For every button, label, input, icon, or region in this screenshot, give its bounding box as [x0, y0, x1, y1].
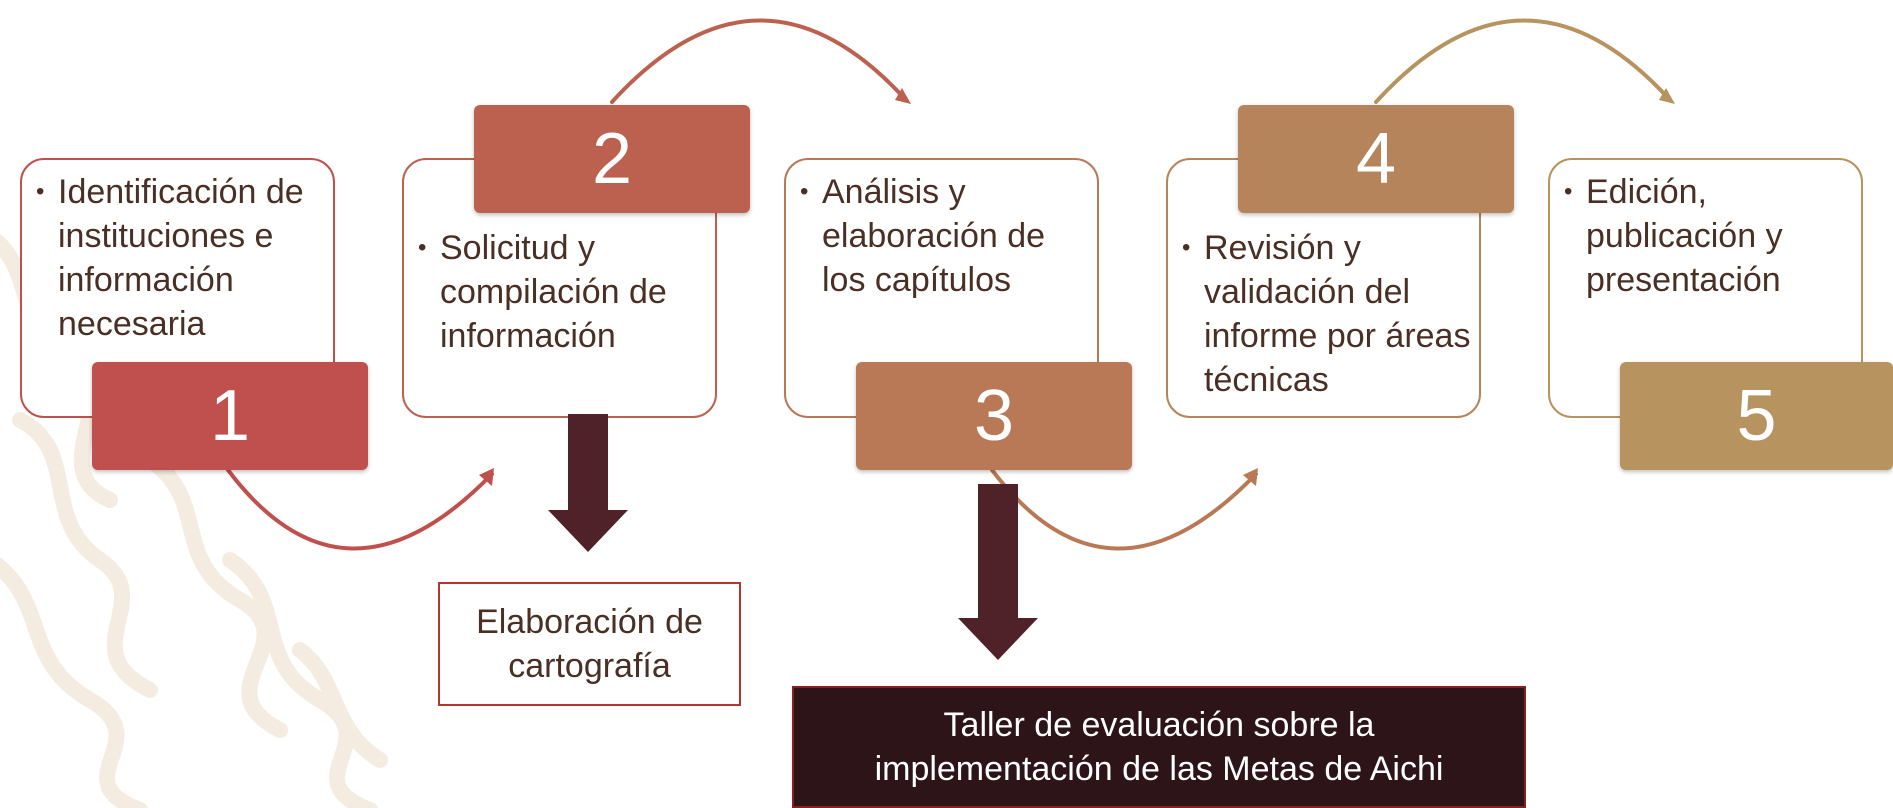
arc-1-to-2	[226, 468, 494, 551]
arc-1-arrowhead	[479, 468, 494, 486]
step-4-number: 4	[1238, 105, 1514, 213]
bullet-icon: •	[36, 178, 45, 205]
down-arrow-step-2	[548, 414, 628, 552]
step-3-text: • Análisis y elaboración de los capítulo…	[800, 170, 1095, 302]
bullet-icon: •	[1182, 234, 1191, 261]
step-2-text: • Solicitud y compilación de información	[418, 226, 713, 358]
arc-4-to-5	[1374, 18, 1672, 104]
workshop-box: Taller de evaluación sobre la implementa…	[792, 686, 1526, 808]
arc-3-arrowhead	[1243, 468, 1258, 486]
cartography-box: Elaboración de cartografía	[438, 582, 741, 706]
step-1-text: • Identificación de instituciones e info…	[36, 170, 331, 346]
arc-3-to-4	[990, 468, 1258, 551]
down-arrow-step-3	[958, 484, 1038, 660]
step-4-text: • Revisión y validación del informe por …	[1182, 226, 1477, 402]
arc-4-arrowhead	[1659, 88, 1675, 104]
bullet-icon: •	[800, 178, 809, 205]
step-1-number: 1	[92, 362, 368, 470]
bullet-icon: •	[418, 234, 427, 261]
step-2-number: 2	[474, 105, 750, 213]
arc-2-to-3	[610, 18, 908, 104]
step-5-text: • Edición, publicación y presentación	[1564, 170, 1859, 302]
step-3-number: 3	[856, 362, 1132, 470]
arc-2-arrowhead	[895, 88, 911, 104]
bullet-icon: •	[1564, 178, 1573, 205]
step-5-number: 5	[1620, 362, 1893, 470]
